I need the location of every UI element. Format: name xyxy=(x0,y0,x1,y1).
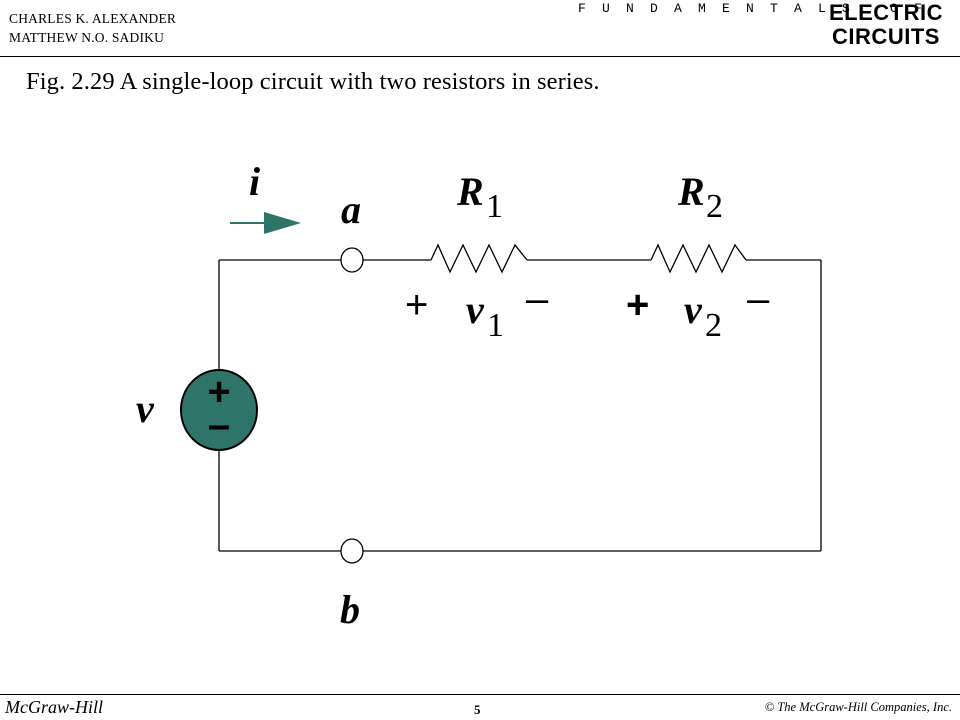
v1-label: v1 xyxy=(466,287,504,344)
current-label: i xyxy=(249,159,260,204)
terminal-node-b xyxy=(340,538,364,564)
authors-block: CHARLES K. ALEXANDER MATTHEW N.O. SADIKU xyxy=(9,9,176,47)
resistor-subscript: 1 xyxy=(486,188,503,225)
node-b-label: b xyxy=(340,587,360,632)
source-plus-sign: + xyxy=(207,370,230,414)
resistor-r2 xyxy=(650,243,747,274)
voltage-subscript: 2 xyxy=(705,307,722,344)
voltage-subscript: 1 xyxy=(487,307,504,344)
v1-minus-sign: – xyxy=(526,277,549,321)
page-number: 5 xyxy=(474,702,481,717)
v1-plus-sign: + xyxy=(405,283,428,327)
source-minus-sign: – xyxy=(208,403,230,447)
footer-divider xyxy=(0,694,960,695)
copyright-notice: © The McGraw-Hill Companies, Inc. xyxy=(764,700,952,714)
publisher-label: McGraw-Hill xyxy=(5,697,103,717)
resistor-letter: R xyxy=(456,169,484,214)
node-a-label: a xyxy=(341,187,361,232)
resistor-r1-label: R1 xyxy=(456,169,503,225)
voltage-letter: v xyxy=(684,287,703,332)
book-title-logo: ELECTRIC CIRCUITS xyxy=(818,1,954,49)
circuit-wires xyxy=(218,259,822,552)
v2-plus-sign: + xyxy=(626,283,649,327)
terminal-node-a xyxy=(340,247,364,273)
resistor-r2-label: R2 xyxy=(677,169,723,225)
source-label: v xyxy=(136,386,155,431)
resistor-letter: R xyxy=(677,169,705,214)
current-arrow-head xyxy=(264,212,301,234)
header-divider xyxy=(0,56,960,57)
resistor-subscript: 2 xyxy=(706,188,723,225)
voltage-source xyxy=(180,369,258,451)
series-label: F U N D A M E N T A L S O F xyxy=(578,1,927,16)
figure-caption: Fig. 2.29 A single-loop circuit with two… xyxy=(26,68,600,95)
book-title-line: ELECTRIC xyxy=(829,0,943,25)
resistor-r1 xyxy=(430,243,528,274)
book-title-line: CIRCUITS xyxy=(832,24,940,49)
author-name: MATTHEW N.O. SADIKU xyxy=(9,30,165,45)
v2-minus-sign: – xyxy=(747,277,770,321)
v2-label: v2 xyxy=(684,287,722,344)
voltage-letter: v xyxy=(466,287,485,332)
author-name: CHARLES K. ALEXANDER xyxy=(9,11,177,26)
